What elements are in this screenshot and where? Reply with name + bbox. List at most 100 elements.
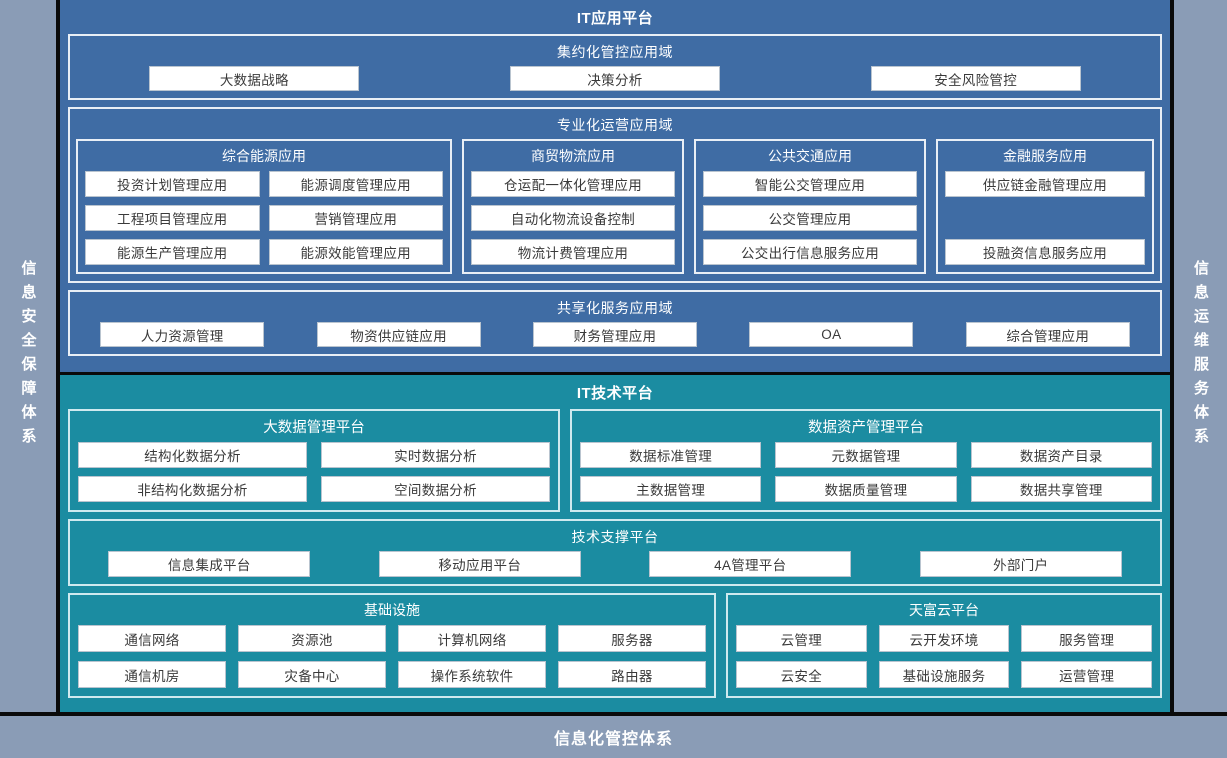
chip-energy-production-management[interactable]: 能源生产管理应用 [85, 239, 260, 265]
chip-cloud-management[interactable]: 云管理 [736, 625, 867, 652]
chip-logistics-billing-management[interactable]: 物流计费管理应用 [471, 239, 675, 265]
chip-finance-management[interactable]: 财务管理应用 [532, 322, 697, 347]
group-row: 供应链金融管理应用 [945, 171, 1145, 197]
chip-master-data-management[interactable]: 主数据管理 [580, 476, 762, 502]
group-row: 公交管理应用 [703, 205, 917, 231]
chip-spatial-data-analysis[interactable]: 空间数据分析 [321, 476, 550, 502]
group-row: 自动化物流设备控制 [471, 205, 675, 231]
card-row: 主数据管理 数据质量管理 数据共享管理 [580, 476, 1152, 502]
group-trade-logistics-title: 商贸物流应用 [531, 148, 615, 164]
chip-resource-pool[interactable]: 资源池 [238, 625, 386, 652]
group-public-transit: 公共交通应用 智能公交管理应用 公交管理应用 公交出行信息服务应用 [694, 139, 926, 274]
chip-data-asset-catalog[interactable]: 数据资产目录 [970, 442, 1152, 468]
chip-information-integration-platform[interactable]: 信息集成平台 [108, 551, 311, 577]
group-row: 仓运配一体化管理应用 [471, 171, 675, 197]
card-data-asset-platform-title: 数据资产管理平台 [808, 420, 924, 436]
chip-energy-efficiency-management[interactable]: 能源效能管理应用 [268, 239, 443, 265]
shared-service-domain: 共享化服务应用域 人力资源管理 物资供应链应用 财务管理应用 OA 综合管理应用 [68, 290, 1162, 356]
chip-placeholder [945, 205, 1145, 231]
chip-energy-dispatch-management[interactable]: 能源调度管理应用 [268, 171, 443, 197]
chip-smart-bus-management[interactable]: 智能公交管理应用 [703, 171, 917, 197]
technology-bottom-row: 基础设施 通信网络 资源池 计算机网络 服务器 通信机房 灾备中心 操作系统软件… [68, 593, 1162, 698]
chip-unstructured-data-analysis[interactable]: 非结构化数据分析 [78, 476, 307, 502]
chip-external-portal[interactable]: 外部门户 [919, 551, 1122, 577]
card-row: 非结构化数据分析 空间数据分析 [78, 476, 550, 502]
chip-service-management[interactable]: 服务管理 [1021, 625, 1153, 652]
technical-support-items: 信息集成平台 移动应用平台 4A管理平台 外部门户 [76, 551, 1154, 577]
chip-oa[interactable]: OA [749, 322, 914, 347]
chip-supply-chain-finance-management[interactable]: 供应链金融管理应用 [945, 171, 1145, 197]
right-vertical-band: 信息运维服务体系 [1170, 0, 1227, 712]
chip-disaster-recovery-center[interactable]: 灾备中心 [238, 661, 386, 688]
platform-stack: IT应用平台 集约化管控应用域 大数据战略 决策分析 安全风险管控 专业化运营应… [60, 0, 1170, 712]
chip-bus-travel-info-service[interactable]: 公交出行信息服务应用 [703, 239, 917, 265]
right-band-label: 信息运维服务体系 [1192, 260, 1209, 452]
chip-bus-management[interactable]: 公交管理应用 [703, 205, 917, 231]
card-big-data-platform-title: 大数据管理平台 [263, 420, 365, 436]
group-row-empty [945, 205, 1145, 231]
card-infrastructure: 基础设施 通信网络 资源池 计算机网络 服务器 通信机房 灾备中心 操作系统软件… [68, 593, 716, 698]
chip-communication-room[interactable]: 通信机房 [78, 661, 226, 688]
chip-router[interactable]: 路由器 [558, 661, 706, 688]
it-technology-platform: IT技术平台 大数据管理平台 结构化数据分析 实时数据分析 非结构化数据分析 空… [60, 372, 1170, 712]
chip-material-supply-chain[interactable]: 物资供应链应用 [316, 322, 481, 347]
app-chip-security-risk-control[interactable]: 安全风险管控 [870, 66, 1081, 91]
bottom-band: 信息化管控体系 [0, 712, 1227, 758]
group-row: 投融资信息服务应用 [945, 239, 1145, 265]
chip-marketing-management[interactable]: 营销管理应用 [268, 205, 443, 231]
card-infrastructure-title: 基础设施 [364, 602, 420, 618]
chip-communication-network[interactable]: 通信网络 [78, 625, 226, 652]
technical-support-platform: 技术支撑平台 信息集成平台 移动应用平台 4A管理平台 外部门户 [68, 519, 1162, 586]
chip-mobile-application-platform[interactable]: 移动应用平台 [378, 551, 581, 577]
professional-operation-domain: 专业化运营应用域 综合能源应用 投资计划管理应用 能源调度管理应用 工程项目管理… [68, 107, 1162, 283]
card-row: 云安全 基础设施服务 运营管理 [736, 661, 1153, 688]
group-integrated-energy-title: 综合能源应用 [222, 148, 306, 164]
professional-group-row: 综合能源应用 投资计划管理应用 能源调度管理应用 工程项目管理应用 营销管理应用… [76, 139, 1154, 274]
chip-metadata-management[interactable]: 元数据管理 [775, 442, 957, 468]
app-chip-big-data-strategy[interactable]: 大数据战略 [149, 66, 360, 91]
technology-top-row: 大数据管理平台 结构化数据分析 实时数据分析 非结构化数据分析 空间数据分析 数… [68, 409, 1162, 512]
card-big-data-platform: 大数据管理平台 结构化数据分析 实时数据分析 非结构化数据分析 空间数据分析 [68, 409, 560, 512]
group-row: 能源生产管理应用 能源效能管理应用 [85, 239, 443, 265]
chip-4a-management-platform[interactable]: 4A管理平台 [649, 551, 852, 577]
card-row: 结构化数据分析 实时数据分析 [78, 442, 550, 468]
chip-data-sharing-management[interactable]: 数据共享管理 [970, 476, 1152, 502]
group-integrated-energy: 综合能源应用 投资计划管理应用 能源调度管理应用 工程项目管理应用 营销管理应用… [76, 139, 452, 274]
left-vertical-band: 信息安全保障体系 [0, 0, 60, 712]
chip-automated-logistics-control[interactable]: 自动化物流设备控制 [471, 205, 675, 231]
chip-comprehensive-management[interactable]: 综合管理应用 [965, 322, 1130, 347]
app-chip-decision-analysis[interactable]: 决策分析 [509, 66, 720, 91]
chip-data-quality-management[interactable]: 数据质量管理 [775, 476, 957, 502]
chip-infrastructure-service[interactable]: 基础设施服务 [878, 661, 1010, 688]
chip-realtime-data-analysis[interactable]: 实时数据分析 [321, 442, 550, 468]
chip-operation-management[interactable]: 运营管理 [1021, 661, 1153, 688]
chip-server[interactable]: 服务器 [558, 625, 706, 652]
group-financial-service-title: 金融服务应用 [1003, 148, 1087, 164]
shared-service-domain-title: 共享化服务应用域 [557, 300, 673, 316]
chip-hr-management[interactable]: 人力资源管理 [100, 322, 265, 347]
it-application-platform: IT应用平台 集约化管控应用域 大数据战略 决策分析 安全风险管控 专业化运营应… [60, 0, 1170, 372]
chip-cloud-dev-environment[interactable]: 云开发环境 [878, 625, 1010, 652]
intensive-control-domain-title: 集约化管控应用域 [557, 44, 673, 60]
left-band-label: 信息安全保障体系 [19, 260, 37, 452]
group-row: 投资计划管理应用 能源调度管理应用 [85, 171, 443, 197]
intensive-control-items: 大数据战略 决策分析 安全风险管控 [76, 66, 1154, 91]
intensive-control-domain: 集约化管控应用域 大数据战略 决策分析 安全风险管控 [68, 34, 1162, 100]
chip-integrated-warehouse-transport[interactable]: 仓运配一体化管理应用 [471, 171, 675, 197]
card-row: 数据标准管理 元数据管理 数据资产目录 [580, 442, 1152, 468]
chip-investment-financing-info-service[interactable]: 投融资信息服务应用 [945, 239, 1145, 265]
chip-engineering-project-management[interactable]: 工程项目管理应用 [85, 205, 260, 231]
group-row: 公交出行信息服务应用 [703, 239, 917, 265]
group-row: 物流计费管理应用 [471, 239, 675, 265]
card-data-asset-platform: 数据资产管理平台 数据标准管理 元数据管理 数据资产目录 主数据管理 数据质量管… [570, 409, 1162, 512]
chip-cloud-security[interactable]: 云安全 [736, 661, 867, 688]
chip-investment-plan-management[interactable]: 投资计划管理应用 [85, 171, 260, 197]
chip-data-standard-management[interactable]: 数据标准管理 [580, 442, 762, 468]
chip-computer-network[interactable]: 计算机网络 [398, 625, 546, 652]
shared-service-items: 人力资源管理 物资供应链应用 财务管理应用 OA 综合管理应用 [76, 322, 1154, 347]
group-financial-service: 金融服务应用 供应链金融管理应用 投融资信息服务应用 [936, 139, 1154, 274]
group-public-transit-title: 公共交通应用 [768, 148, 852, 164]
chip-structured-data-analysis[interactable]: 结构化数据分析 [78, 442, 307, 468]
chip-operating-system-software[interactable]: 操作系统软件 [398, 661, 546, 688]
